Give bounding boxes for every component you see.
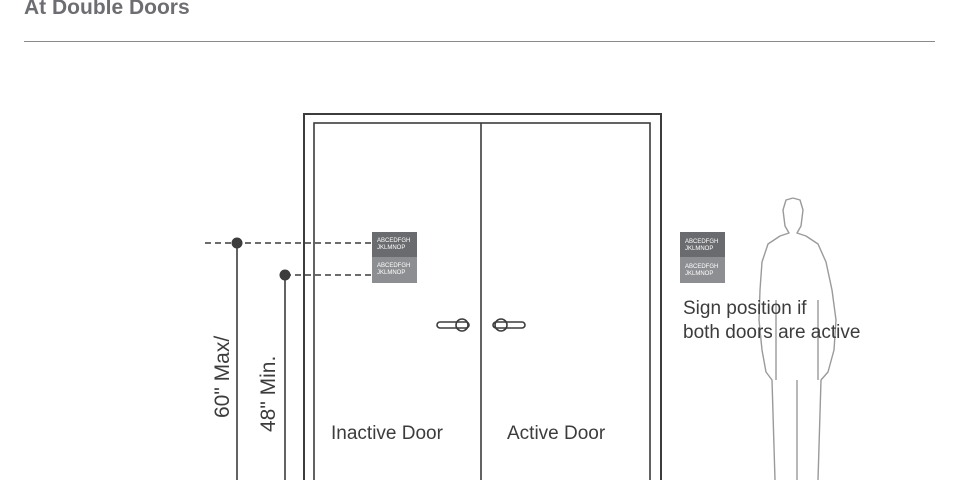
- wall-sign-text-1a: ABCEDFGH: [685, 239, 718, 245]
- max-height-label: 60" Max/: [211, 336, 234, 418]
- min-height-label: 48" Min.: [257, 356, 280, 432]
- person-silhouette-icon: [758, 197, 837, 480]
- header-divider: [24, 41, 935, 42]
- active-door-handle-icon: [492, 318, 526, 332]
- active-door-label: Active Door: [507, 423, 606, 444]
- inactive-door-label: Inactive Door: [331, 423, 444, 444]
- wall-sign-bottom: [680, 257, 725, 283]
- wall-sign-text-2b: JKLMNOP: [685, 271, 713, 277]
- door-sign-top: [372, 232, 417, 257]
- door-sign-text-2b: JKLMNOP: [377, 270, 405, 276]
- door-frame-inner: [313, 122, 651, 480]
- door-sign-text-1a: ABCEDFGH: [377, 238, 410, 244]
- door-sign: ABCEDFGH JKLMNOP ABCEDFGH JKLMNOP: [372, 232, 417, 283]
- door-sign-bottom: [372, 257, 417, 283]
- wall-sign: ABCEDFGH JKLMNOP ABCEDFGH JKLMNOP: [680, 232, 725, 283]
- sign-position-note-line2: both doors are active: [683, 322, 860, 343]
- page-title: At Double Doors: [24, 0, 190, 19]
- door-sign-text-2a: ABCEDFGH: [377, 263, 410, 269]
- door-sign-text-1b: JKLMNOP: [377, 245, 405, 251]
- wall-sign-text-2a: ABCEDFGH: [685, 264, 718, 270]
- door-frame-outer: [303, 113, 662, 480]
- wall-sign-text-1b: JKLMNOP: [685, 246, 713, 252]
- sign-position-note-line1: Sign position if: [683, 298, 807, 319]
- wall-sign-top: [680, 232, 725, 257]
- inactive-door-handle-icon: [436, 318, 470, 332]
